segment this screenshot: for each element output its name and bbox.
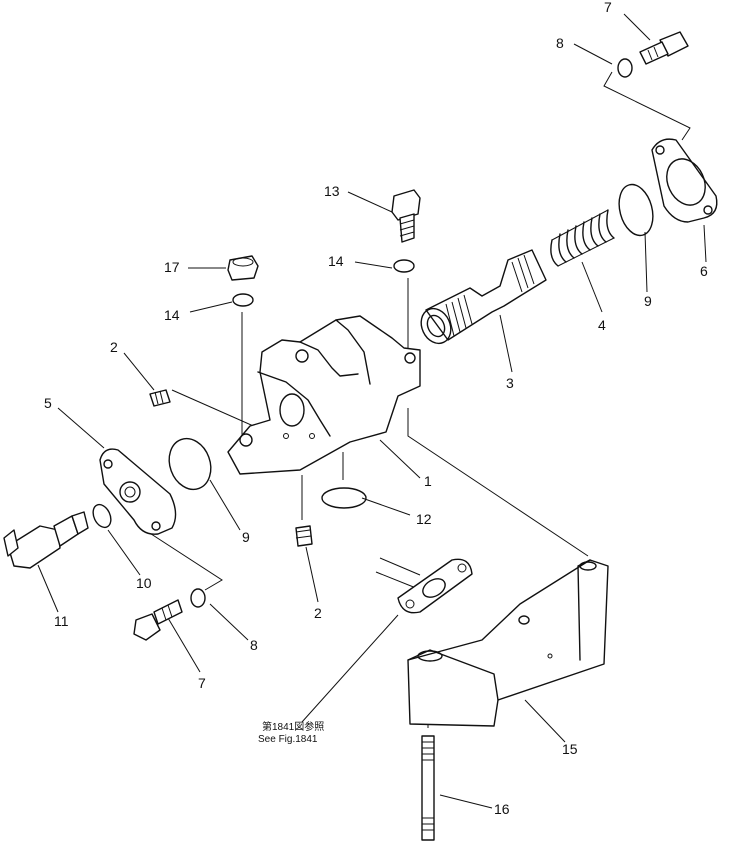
gasket-see-fig-1841	[397, 558, 473, 614]
callout-4: 4	[598, 317, 606, 333]
valve-body-1	[227, 315, 421, 475]
nut-17	[227, 255, 259, 281]
reference-note: 第1841図参照 See Fig.1841	[258, 720, 324, 745]
bolt-7-bottom	[133, 599, 183, 641]
o-ring-10	[92, 503, 112, 529]
callout-6: 6	[700, 263, 708, 279]
callout-8-bottom: 8	[250, 637, 258, 653]
reference-note-english: See Fig.1841	[258, 734, 318, 745]
callout-2-left: 2	[110, 339, 118, 355]
callout-leaders	[37, 13, 707, 809]
callout-15: 15	[562, 741, 578, 757]
callout-5: 5	[44, 395, 52, 411]
lock-washer-8-top	[617, 58, 633, 78]
reference-note-japanese: 第1841図参照	[262, 720, 324, 733]
flange-5	[99, 448, 177, 535]
callout-7-bottom: 7	[198, 675, 206, 691]
o-ring-9-left	[168, 437, 212, 491]
stud-16	[421, 735, 435, 841]
o-ring-12	[321, 487, 367, 509]
valve-plunger-3	[420, 249, 547, 345]
bolt-13	[391, 189, 421, 243]
callout-14-left: 14	[164, 307, 180, 323]
callout-13: 13	[324, 183, 340, 199]
callout-9-left: 9	[242, 529, 250, 545]
callout-16: 16	[494, 801, 510, 817]
lock-washer-14-right	[393, 259, 415, 273]
callout-2-bottom: 2	[314, 605, 322, 621]
bolt-7-top	[639, 31, 689, 65]
callout-11: 11	[54, 613, 69, 629]
callout-14-right: 14	[328, 253, 344, 269]
lock-washer-8-bottom	[190, 588, 206, 608]
sensor-11	[3, 511, 89, 569]
o-ring-9-right	[618, 183, 654, 237]
callout-17: 17	[164, 259, 180, 275]
callout-12: 12	[416, 511, 432, 527]
flange-cover-6	[651, 138, 718, 223]
plug-2-left	[149, 389, 171, 407]
callout-numbers: 7 8 6 9 4 3 13 14 17 14 2 5 1 12 9 10 11…	[44, 0, 708, 817]
callout-7-top: 7	[604, 0, 612, 15]
assembly-lines	[144, 71, 691, 728]
callout-1: 1	[424, 473, 432, 489]
plug-2-bottom	[295, 525, 313, 547]
lock-washer-14-left	[232, 293, 254, 307]
callout-9-right: 9	[644, 293, 652, 309]
callout-3: 3	[506, 375, 514, 391]
callout-8-top: 8	[556, 35, 564, 51]
bracket-15	[407, 559, 609, 727]
callout-10: 10	[136, 575, 152, 591]
spring-4	[550, 209, 615, 267]
